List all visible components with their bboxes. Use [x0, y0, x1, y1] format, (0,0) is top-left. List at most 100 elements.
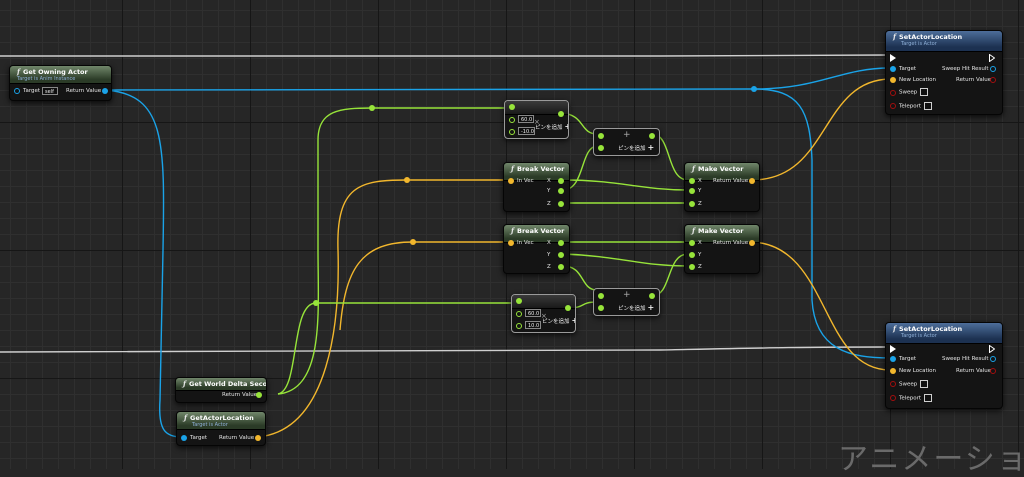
wire-getloc-to-break-bottom[interactable]: [339, 241, 508, 331]
wire-delta-to-mul-bottom[interactable]: [277, 302, 515, 395]
x-pin[interactable]: [689, 178, 695, 184]
teleport-label: Teleport: [899, 394, 932, 403]
target-pin[interactable]: [890, 356, 896, 362]
input-pin-a[interactable]: [598, 293, 604, 299]
new-location-pin[interactable]: [890, 77, 896, 83]
teleport-checkbox[interactable]: [924, 394, 932, 402]
wire-getloc-to-break-top[interactable]: [257, 179, 508, 438]
z-label: Z: [698, 264, 702, 270]
exec-out-pin[interactable]: [989, 54, 995, 62]
z-pin[interactable]: [558, 264, 564, 270]
z-pin[interactable]: [558, 201, 564, 207]
exec-wire-bottom[interactable]: [0, 346, 890, 353]
exec-in-pin[interactable]: [890, 54, 896, 62]
self-field[interactable]: self: [42, 87, 58, 95]
watermark-text: アニメーション: [838, 442, 1024, 477]
sweep-checkbox[interactable]: [920, 88, 929, 96]
input-pin-a[interactable]: [598, 133, 604, 139]
return-value-pin[interactable]: [256, 392, 262, 398]
x-pin[interactable]: [558, 240, 564, 246]
wire-owner-to-setbottom[interactable]: [753, 88, 891, 359]
sweep-hit-result-pin[interactable]: [990, 66, 996, 72]
input-pin-c[interactable]: [516, 323, 522, 329]
reroute-knot-object[interactable]: [751, 86, 757, 92]
x-pin[interactable]: [689, 240, 695, 246]
teleport-checkbox[interactable]: [924, 102, 932, 110]
reroute-knot-vector-2[interactable]: [410, 239, 416, 245]
input-a-field[interactable]: 60.0: [525, 309, 541, 317]
z-pin[interactable]: [689, 264, 695, 270]
return-value-pin[interactable]: [990, 77, 996, 83]
wire-break-top-x-to-make-y[interactable]: [562, 179, 689, 191]
y-pin[interactable]: [689, 188, 695, 194]
return-value-pin[interactable]: [749, 240, 755, 246]
sweep-hit-result-pin[interactable]: [990, 356, 996, 362]
add-pin-button[interactable]: ピンを追加+: [618, 303, 655, 313]
output-pin[interactable]: [565, 305, 571, 311]
return-value-pin[interactable]: [255, 435, 261, 441]
function-icon: f: [17, 67, 21, 76]
input-pin-a[interactable]: [509, 104, 515, 110]
input-pin-b[interactable]: [509, 117, 515, 123]
input-b-field[interactable]: -10.0: [518, 127, 535, 135]
add-pin-button[interactable]: ピンを追加+: [535, 123, 568, 132]
function-icon: ƒ: [692, 164, 696, 173]
wire-delta-to-mul-top[interactable]: [277, 107, 508, 395]
node-multiply-bottom[interactable]: 60.0 10.0 × ピンを追加+: [511, 294, 576, 333]
input-a-field[interactable]: 60.0: [518, 115, 534, 123]
input-pin-a[interactable]: [516, 298, 522, 304]
wire-owner-to-settop[interactable]: [105, 67, 891, 91]
target-pin[interactable]: [181, 435, 187, 441]
teleport-pin[interactable]: [890, 395, 896, 401]
add-pin-button[interactable]: ピンを追加+: [618, 143, 655, 153]
wire-make-bottom-to-set[interactable]: [751, 241, 891, 371]
input-pin-b[interactable]: [598, 145, 604, 151]
sweep-checkbox[interactable]: [920, 380, 929, 388]
z-pin[interactable]: [689, 201, 695, 207]
y-pin[interactable]: [558, 188, 564, 194]
reroute-knot-vector-1[interactable]: [404, 177, 410, 183]
sweep-pin[interactable]: [890, 90, 896, 96]
exec-wire-top[interactable]: [0, 54, 890, 57]
x-pin[interactable]: [558, 178, 564, 184]
exec-in-pin[interactable]: [890, 345, 896, 353]
reroute-knot-float-1[interactable]: [369, 105, 375, 111]
input-pin-b[interactable]: [598, 305, 604, 311]
sweep-pin[interactable]: [890, 381, 896, 387]
node-add-top[interactable]: + ピンを追加+: [593, 128, 660, 156]
input-pin-c[interactable]: [509, 129, 515, 135]
y-pin[interactable]: [558, 252, 564, 258]
target-pin[interactable]: [890, 66, 896, 72]
reroute-knot-float-2[interactable]: [313, 300, 319, 306]
wire-break-bottom-y-to-make-z[interactable]: [562, 253, 689, 267]
wire-owner-to-getloc[interactable]: [105, 89, 183, 438]
teleport-pin[interactable]: [890, 103, 896, 109]
return-value-pin[interactable]: [749, 178, 755, 184]
node-multiply-top[interactable]: 60.0 -10.0 × ピンを追加+: [504, 100, 569, 139]
in-vec-pin[interactable]: [508, 178, 514, 184]
in-vec-pin[interactable]: [508, 240, 514, 246]
input-pin-b[interactable]: [516, 311, 522, 317]
target-pin[interactable]: [14, 88, 20, 94]
return-value-pin[interactable]: [990, 368, 996, 374]
add-pin-button[interactable]: ピンを追加+: [542, 317, 575, 326]
wire-make-top-to-set[interactable]: [751, 78, 891, 181]
output-pin[interactable]: [649, 133, 655, 139]
node-add-bottom[interactable]: + ピンを追加+: [593, 288, 660, 316]
new-location-pin[interactable]: [890, 368, 896, 374]
output-pin[interactable]: [649, 293, 655, 299]
output-pin[interactable]: [558, 111, 564, 117]
return-value-pin[interactable]: [102, 88, 108, 94]
input-b-field[interactable]: 10.0: [525, 321, 541, 329]
exec-out-pin[interactable]: [989, 345, 995, 353]
y-pin[interactable]: [689, 252, 695, 258]
